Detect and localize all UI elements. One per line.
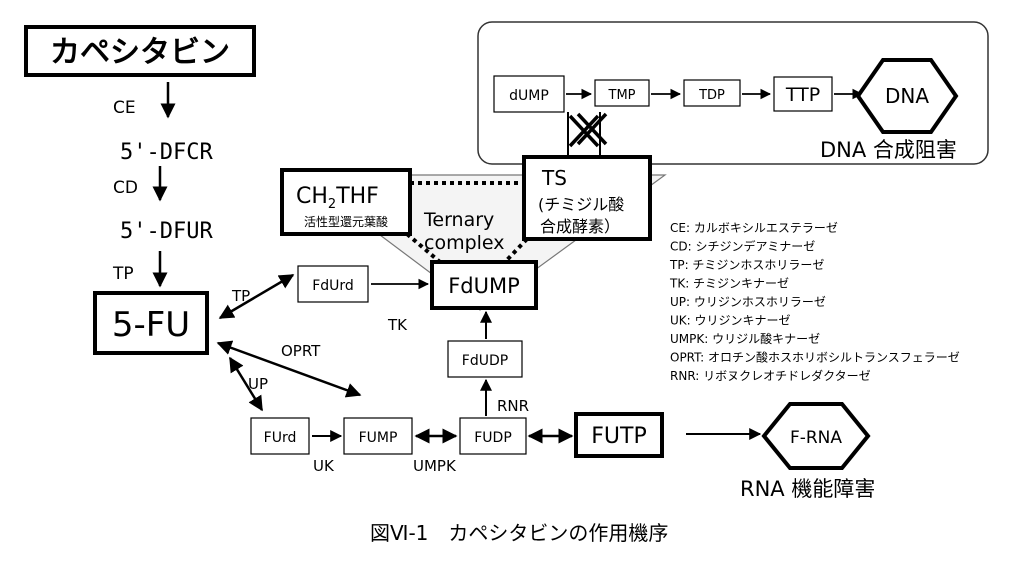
ch2thf-box bbox=[280, 168, 412, 236]
legend-item: UMPK: ウリジル酸キナーゼ bbox=[670, 331, 820, 346]
legend-item: OPRT: オロチン酸ホスホリボシルトランスフェラーゼ bbox=[670, 350, 960, 365]
dump-box bbox=[493, 75, 565, 113]
tp-arrow-5fu-fdurd bbox=[218, 273, 295, 320]
rna-inhibition-label: RNA 機能障害 bbox=[740, 477, 875, 501]
umpk-label: UMPK bbox=[413, 457, 457, 475]
legend-item: TK: チミジンキナーゼ bbox=[669, 277, 789, 291]
tmp-label: TMP bbox=[608, 88, 636, 103]
dna-label: DNA bbox=[885, 84, 929, 108]
legend-item: TP: チミジンホスホリラーゼ bbox=[669, 258, 824, 272]
dfcr-label: 5'-DFCR bbox=[120, 140, 213, 165]
dfur-label: 5'-DFUR bbox=[120, 219, 213, 244]
tp-label-diagonal: TP bbox=[231, 287, 250, 305]
legend-item: RNR: リボヌクレオチドレダクターゼ bbox=[670, 368, 871, 383]
fdudp-box bbox=[447, 340, 523, 378]
uk-label: UK bbox=[313, 457, 335, 475]
fdump-box bbox=[430, 260, 538, 310]
furd-box bbox=[250, 417, 310, 455]
futp-box bbox=[574, 412, 664, 458]
cd-label: CD bbox=[113, 178, 138, 198]
ch2thf-description: 活性型還元葉酸 bbox=[304, 214, 388, 229]
dna-inhibition-label: DNA 合成阻害 bbox=[820, 138, 957, 162]
ternary-label-line2: complex bbox=[424, 232, 505, 254]
bond-ts-fdump bbox=[503, 237, 529, 264]
fump-box bbox=[343, 417, 413, 455]
tp-label-vertical: TP bbox=[112, 264, 134, 284]
legend-item: CE: カルボキシルエステラーゼ bbox=[670, 221, 838, 235]
ch2thf-label: CH2THF bbox=[296, 184, 379, 212]
oprt-arrow bbox=[216, 340, 362, 398]
fdurd-label: FdUrd bbox=[312, 278, 354, 294]
5fu-box bbox=[93, 291, 209, 355]
tmp-box bbox=[594, 79, 650, 107]
fudp-box bbox=[459, 417, 527, 455]
ts-line2: 合成酵素） bbox=[540, 217, 620, 236]
ttp-label: TTP bbox=[785, 84, 820, 106]
rnr-label: RNR bbox=[497, 397, 529, 415]
fump-label: FUMP bbox=[359, 430, 398, 446]
ce-label: CE bbox=[113, 98, 136, 118]
futp-label: FUTP bbox=[591, 424, 646, 449]
5fu-label: 5-FU bbox=[112, 305, 190, 345]
frna-label: F-RNA bbox=[790, 428, 842, 448]
ternary-label-line1: Ternary bbox=[423, 209, 494, 231]
up-arrow bbox=[228, 356, 264, 412]
tdp-label: TDP bbox=[698, 88, 725, 103]
inhibition-cross-icon bbox=[567, 112, 608, 157]
fdudp-label: FdUDP bbox=[462, 353, 508, 369]
ts-box bbox=[522, 155, 652, 241]
figure-caption: 図Ⅵ-1 カペシタビンの作用機序 bbox=[370, 521, 668, 545]
enzyme-legend: CE: カルボキシルエステラーゼ CD: シチジンデアミナーゼ TP: チミジンホス… bbox=[669, 221, 960, 383]
capecitabine-box bbox=[24, 25, 256, 77]
tk-label: TK bbox=[387, 316, 408, 334]
legend-item: UP: ウリジンホスホリラーゼ bbox=[670, 295, 826, 309]
fdurd-box bbox=[297, 265, 369, 303]
legend-item: CD: シチジンデアミナーゼ bbox=[670, 239, 815, 254]
fdump-label: FdUMP bbox=[448, 274, 520, 298]
dump-label: dUMP bbox=[509, 88, 549, 104]
capecitabine-label: カペシタビン bbox=[50, 35, 230, 70]
ts-title: TS bbox=[541, 166, 567, 190]
up-label: UP bbox=[248, 375, 268, 393]
furd-label: FUrd bbox=[264, 430, 297, 446]
oprt-label: OPRT bbox=[281, 342, 321, 360]
ttp-box bbox=[773, 76, 833, 112]
tdp-box bbox=[683, 79, 741, 107]
frna-hexagon bbox=[761, 402, 871, 470]
dna-hexagon bbox=[855, 58, 959, 134]
legend-item: UK: ウリジンキナーゼ bbox=[670, 314, 791, 328]
fudp-label: FUDP bbox=[474, 430, 512, 446]
ts-line1: (チミジル酸 bbox=[538, 195, 624, 214]
